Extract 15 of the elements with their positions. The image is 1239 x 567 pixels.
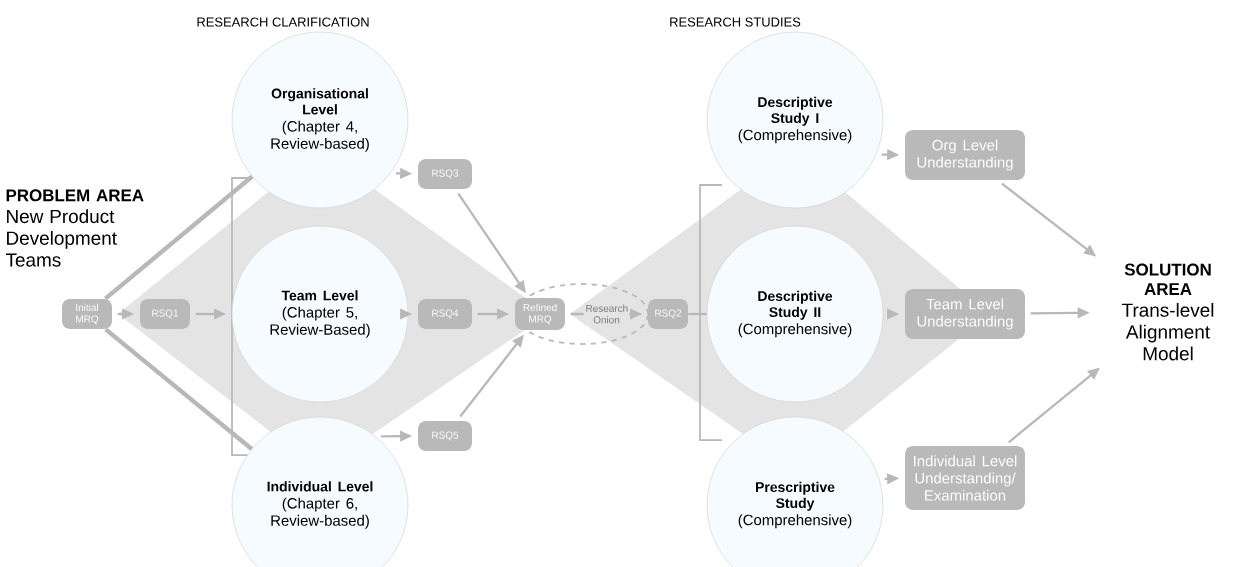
outcome-box: Org Level Understanding bbox=[905, 130, 1025, 180]
area-heading: PROBLEM AREA New Product Development Teams bbox=[5, 189, 144, 267]
area-heading: SOLUTION AREA Trans-level Alignment Model bbox=[1122, 263, 1214, 361]
section-heading: RESEARCH CLARIFICATION bbox=[197, 17, 369, 27]
question-box: RSQ3 bbox=[418, 159, 472, 189]
edge-label: Research Onion bbox=[586, 304, 628, 324]
question-box: RSQ5 bbox=[418, 421, 472, 451]
section-heading: RESEARCH STUDIES bbox=[670, 17, 801, 27]
outcome-box: Team Level Understanding bbox=[905, 289, 1025, 339]
question-box: Refined MRQ bbox=[515, 298, 565, 330]
question-box: RSQ2 bbox=[648, 299, 688, 329]
question-box: RSQ4 bbox=[418, 299, 472, 329]
outcome-box: Individual Level Understanding/ Examination bbox=[905, 446, 1025, 510]
question-box: Initial MRQ bbox=[62, 299, 112, 329]
question-box: RSQ1 bbox=[140, 299, 190, 329]
